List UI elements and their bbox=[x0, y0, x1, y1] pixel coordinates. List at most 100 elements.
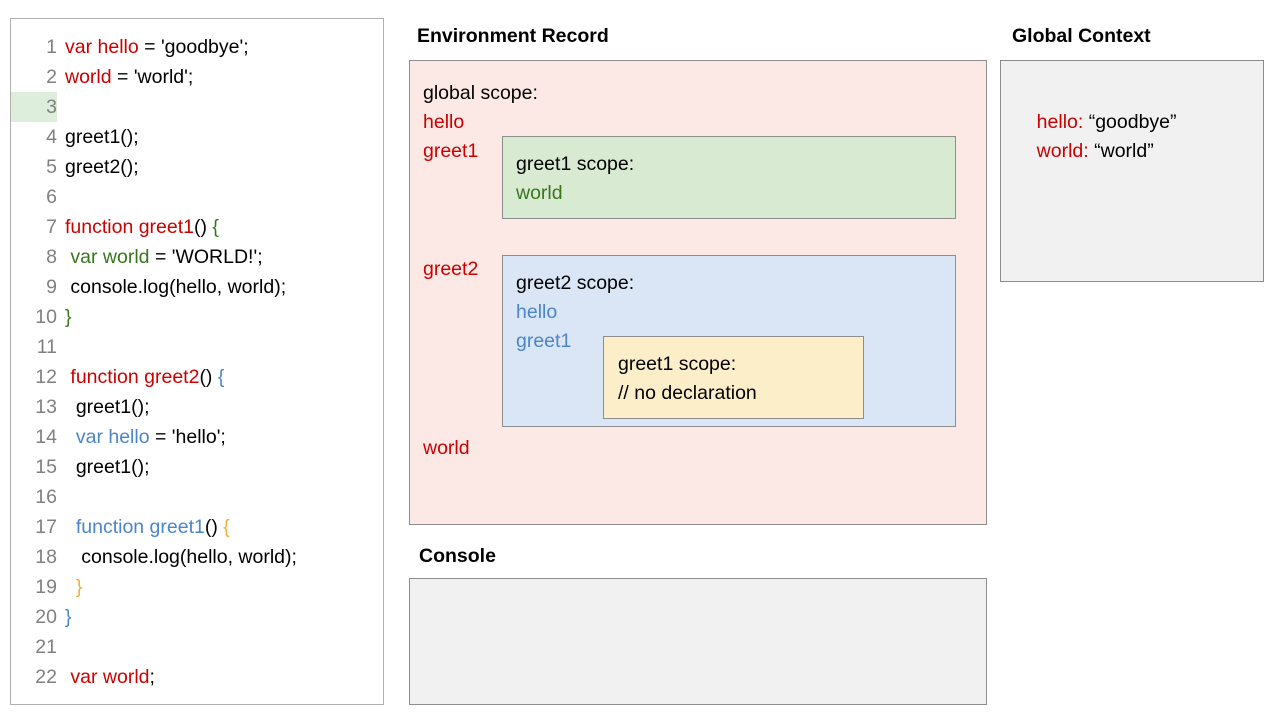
code-line-text: greet1(); bbox=[57, 122, 139, 152]
environment-record-panel: global scope: hello greet1 greet2 world … bbox=[409, 60, 987, 525]
greet2-scope-var-greet1: greet1 bbox=[516, 330, 572, 352]
code-token: var hello bbox=[75, 426, 150, 448]
global-context-value: “goodbye” bbox=[1083, 111, 1177, 133]
code-token: () bbox=[194, 216, 213, 238]
console-output bbox=[410, 579, 986, 599]
line-number: 8 bbox=[46, 246, 57, 268]
code-line[interactable]: 4 greet1(); bbox=[11, 122, 383, 152]
code-line[interactable]: 10} bbox=[11, 302, 383, 332]
line-number: 11 bbox=[36, 336, 57, 358]
code-token: ; bbox=[149, 666, 155, 688]
code-token: greet1(); bbox=[65, 456, 150, 478]
line-number: 12 bbox=[35, 366, 57, 388]
code-line[interactable]: 9 console.log(hello, world); bbox=[11, 272, 383, 302]
code-line-text: var hello = 'goodbye'; bbox=[57, 32, 249, 62]
code-token: = 'WORLD!'; bbox=[149, 246, 263, 268]
line-number: 13 bbox=[35, 396, 57, 418]
line-number: 5 bbox=[46, 156, 57, 178]
greet1-nested-scope-label: greet1 scope: bbox=[618, 353, 737, 375]
greet1-scope-var-world: world bbox=[516, 182, 563, 204]
greet1-scope-label: greet1 scope: bbox=[516, 153, 635, 175]
code-token: } bbox=[75, 576, 83, 598]
code-token: function greet1 bbox=[75, 516, 205, 538]
line-number: 18 bbox=[35, 546, 57, 568]
line-number: 1 bbox=[46, 36, 57, 58]
line-number: 10 bbox=[35, 306, 57, 328]
global-scope-label: global scope: bbox=[423, 82, 538, 104]
code-token: greet1(); bbox=[65, 396, 150, 418]
code-line-text: greet1(); bbox=[57, 452, 150, 482]
code-line[interactable]: 12 function greet2() { bbox=[11, 362, 383, 392]
global-context-panel: hello: “goodbye” world: “world” bbox=[1000, 60, 1264, 282]
code-line-text: function greet2() { bbox=[57, 362, 224, 392]
greet2-scope-var-hello: hello bbox=[516, 301, 558, 323]
code-token bbox=[65, 576, 76, 598]
code-line-text: greet2(); bbox=[57, 152, 139, 182]
line-number: 9 bbox=[46, 276, 57, 298]
code-token: console.log(hello, world); bbox=[65, 276, 287, 298]
code-line[interactable]: 13 greet1(); bbox=[11, 392, 383, 422]
code-token: function greet1 bbox=[65, 216, 195, 238]
code-line[interactable]: 14 var hello = 'hello'; bbox=[11, 422, 383, 452]
console-panel[interactable] bbox=[409, 578, 987, 705]
code-line-text: var world = 'WORLD!'; bbox=[57, 242, 263, 272]
line-number: 7 bbox=[46, 216, 57, 238]
code-line-text: console.log(hello, world); bbox=[57, 272, 286, 302]
code-line[interactable]: 11 bbox=[11, 332, 383, 362]
code-token: } bbox=[65, 606, 72, 628]
line-number: 14 bbox=[35, 426, 57, 448]
code-line[interactable]: 3 bbox=[11, 92, 383, 122]
global-context-entry: hello: “goodbye” bbox=[1015, 79, 1177, 166]
code-line[interactable]: 15 greet1(); bbox=[11, 452, 383, 482]
code-token: = 'hello'; bbox=[149, 426, 226, 448]
global-context-value: “world” bbox=[1088, 140, 1154, 162]
line-number: 3 bbox=[11, 92, 57, 122]
code-token: world bbox=[65, 66, 112, 88]
code-token: var hello bbox=[65, 36, 139, 58]
code-line[interactable]: 21 bbox=[11, 632, 383, 662]
code-line[interactable]: 17 function greet1() { bbox=[11, 512, 383, 542]
line-number: 6 bbox=[46, 186, 57, 208]
line-number: 20 bbox=[35, 606, 57, 628]
line-number: 2 bbox=[46, 66, 57, 88]
line-number: 16 bbox=[35, 486, 57, 508]
code-token: { bbox=[217, 366, 225, 388]
global-context-title: Global Context bbox=[1012, 25, 1151, 47]
code-token: () bbox=[199, 366, 218, 388]
code-line[interactable]: 19 } bbox=[11, 572, 383, 602]
code-line[interactable]: 16 bbox=[11, 482, 383, 512]
code-token: } bbox=[65, 306, 72, 328]
code-token: = 'goodbye'; bbox=[138, 36, 249, 58]
global-context-key: world: bbox=[1036, 140, 1089, 162]
code-line-text: var hello = 'hello'; bbox=[57, 422, 226, 452]
line-number: 15 bbox=[35, 456, 57, 478]
code-line[interactable]: 6 bbox=[11, 182, 383, 212]
line-number: 4 bbox=[46, 126, 57, 148]
global-var-greet1: greet1 bbox=[423, 140, 479, 162]
code-token: console.log(hello, world); bbox=[65, 546, 297, 568]
code-token: () bbox=[204, 516, 224, 538]
line-number: 22 bbox=[35, 666, 57, 688]
code-line[interactable]: 8 var world = 'WORLD!'; bbox=[11, 242, 383, 272]
code-line[interactable]: 20} bbox=[11, 602, 383, 632]
code-token: var world bbox=[70, 246, 150, 268]
code-token: function greet2 bbox=[70, 366, 200, 388]
code-token: var world bbox=[70, 666, 150, 688]
global-var-greet2: greet2 bbox=[423, 258, 479, 280]
global-context-key: hello: bbox=[1036, 111, 1084, 133]
global-var-world: world bbox=[423, 437, 470, 459]
code-token bbox=[65, 516, 76, 538]
greet1-scope-box: greet1 scope: world bbox=[502, 136, 956, 219]
code-line[interactable]: 18 console.log(hello, world); bbox=[11, 542, 383, 572]
code-token bbox=[65, 426, 76, 448]
greet2-scope-box: greet2 scope: hello greet1 greet1 scope:… bbox=[502, 255, 956, 427]
line-number: 19 bbox=[35, 576, 57, 598]
code-token: greet1(); bbox=[65, 126, 139, 148]
code-line[interactable]: 22 var world; bbox=[11, 662, 383, 692]
